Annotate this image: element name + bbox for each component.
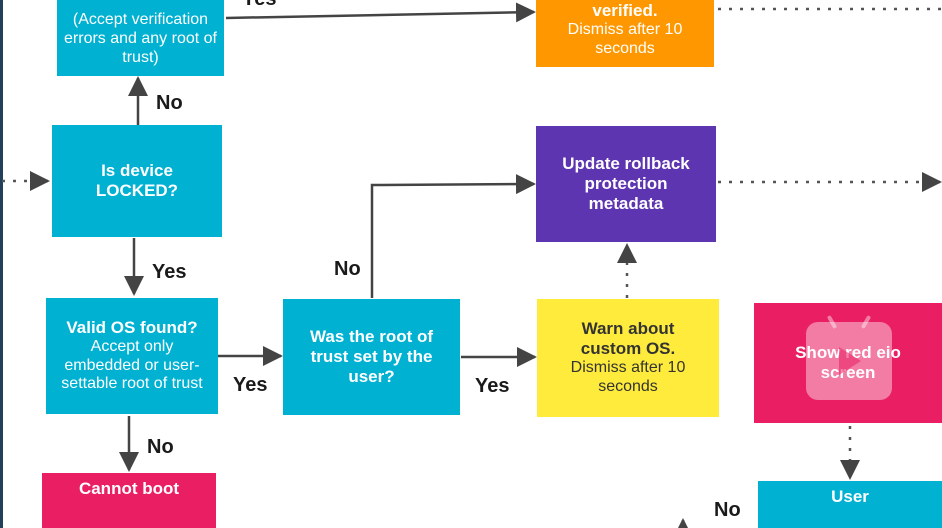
node-valid-os: Valid OS found? Accept only embedded or … (46, 298, 218, 414)
root-of-trust-title: Was the root of trust set by the user? (309, 326, 434, 387)
node-user: User (758, 481, 942, 528)
accept-any-text: (Accept verification errors and any root… (64, 11, 217, 67)
valid-os-title: Valid OS found? (66, 317, 198, 337)
label-root-yes: Yes (475, 375, 510, 397)
video-badge-icon (806, 314, 892, 400)
verified-title: verified. (592, 1, 658, 21)
cannot-boot-title: Cannot boot (78, 479, 180, 498)
label-valid-no: No (147, 436, 174, 458)
arrow-top-yes (225, 2, 536, 23)
label-locked-yes: Yes (152, 261, 187, 283)
node-update-rollback: Update rollback protection metadata (536, 126, 716, 242)
valid-os-text: Accept only embedded or user-settable ro… (61, 337, 203, 393)
node-is-locked: Is device LOCKED? (52, 125, 222, 237)
warn-custom-title: Warn about custom OS. (580, 319, 676, 359)
node-accept-any: (Accept verification errors and any root… (57, 0, 224, 76)
warn-custom-text: Dismiss after 10 seconds (570, 359, 686, 396)
label-valid-yes: Yes (233, 374, 268, 396)
label-top-yes: Yes (242, 0, 276, 11)
label-locked-no: No (156, 92, 183, 114)
is-locked-title: Is device LOCKED? (95, 160, 179, 200)
left-edge-strip (0, 0, 3, 528)
node-verified: verified. Dismiss after 10 seconds (536, 0, 714, 67)
label-bottom-no: No (714, 499, 741, 521)
arrow-root-no (370, 174, 536, 298)
verified-text: Dismiss after 10 seconds (567, 21, 683, 58)
node-cannot-boot: Cannot boot (42, 473, 216, 528)
update-rollback-title: Update rollback protection metadata (562, 153, 690, 214)
node-warn-custom: Warn about custom OS. Dismiss after 10 s… (537, 299, 719, 417)
user-title: User (831, 487, 869, 506)
node-root-of-trust: Was the root of trust set by the user? (283, 299, 460, 415)
label-root-no: No (334, 258, 361, 280)
